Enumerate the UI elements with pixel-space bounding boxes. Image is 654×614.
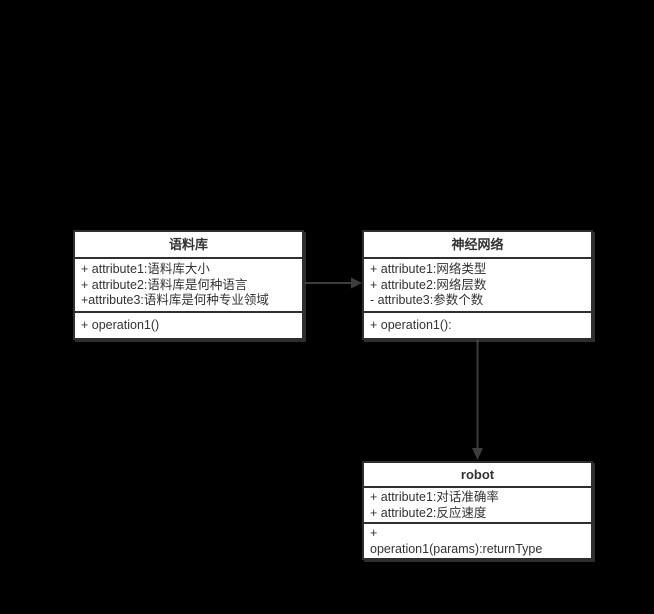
operation-line: +	[370, 526, 378, 540]
class-attributes-section: + attribute1:语料库大小 + attribute2:语料库是何种语言…	[75, 259, 302, 313]
class-title: 神经网络	[364, 232, 591, 259]
attribute-line: + attribute2:反应速度	[370, 505, 487, 520]
edge-corpus-to-neural-network[interactable]	[305, 277, 362, 289]
class-title: robot	[364, 463, 591, 488]
class-title: 语料库	[75, 232, 302, 259]
class-attributes-section: + attribute1:对话准确率 + attribute2:反应速度	[364, 488, 591, 524]
attribute-line: + attribute1:网络类型	[370, 262, 487, 276]
arrowhead-right-icon	[351, 277, 362, 289]
attribute-line: + attribute2:网络层数	[370, 277, 487, 292]
class-operations-section: + operation1(params):returnType	[364, 524, 591, 558]
attribute-line: + attribute1:对话准确率	[370, 490, 499, 504]
class-operations-section: + operation1():	[364, 313, 591, 339]
arrowhead-down-icon	[472, 448, 483, 460]
attribute-line: - attribute3:参数个数	[370, 293, 484, 307]
edge-neural-network-to-robot[interactable]	[472, 338, 483, 460]
class-box-corpus[interactable]: 语料库 + attribute1:语料库大小 + attribute2:语料库是…	[73, 230, 304, 340]
class-box-robot[interactable]: robot + attribute1:对话准确率 + attribute2:反应…	[362, 461, 593, 560]
attribute-line: + attribute2:语料库是何种语言	[81, 277, 248, 292]
operation-line: + operation1()	[81, 317, 160, 332]
attribute-line: +attribute3:语料库是何种专业领域	[81, 293, 269, 307]
class-box-neural-network[interactable]: 神经网络 + attribute1:网络类型 + attribute2:网络层数…	[362, 230, 593, 340]
class-attributes-section: + attribute1:网络类型 + attribute2:网络层数 - at…	[364, 259, 591, 313]
operation-line: + operation1():	[370, 317, 452, 332]
class-operations-section: + operation1()	[75, 313, 302, 339]
operation-line: operation1(params):returnType	[370, 541, 543, 556]
attribute-line: + attribute1:语料库大小	[81, 262, 210, 276]
